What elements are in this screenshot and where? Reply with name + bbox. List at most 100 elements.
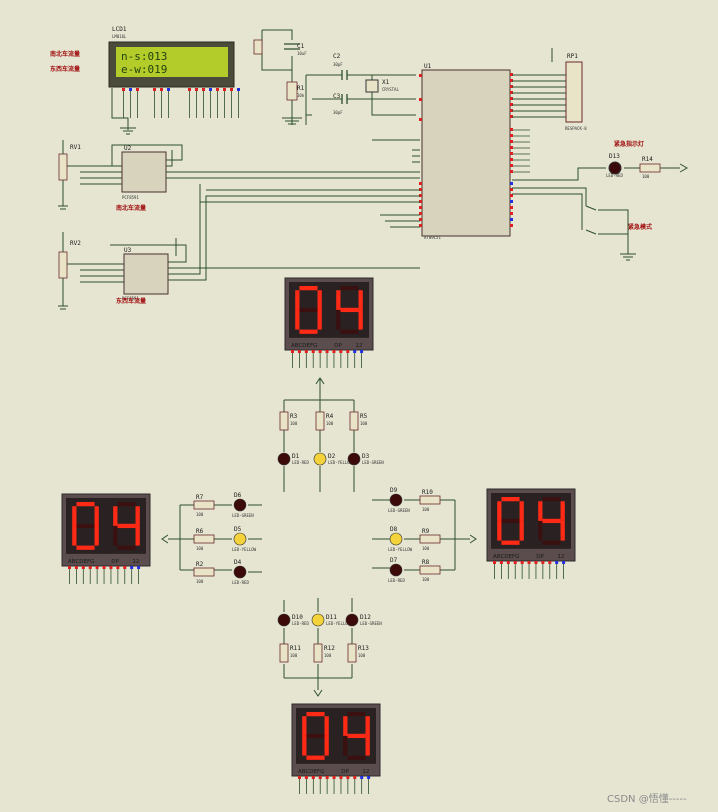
segment-g [347,733,366,739]
traffic-wiring [161,377,477,697]
indicator-caption: 紧急指示灯 [614,140,644,148]
segment-d [347,755,366,760]
r14-value: 100 [642,174,650,179]
led-type: LED-GREEN [362,460,384,465]
led-type: LED-RED [232,580,249,585]
u1-ref: U1 [424,63,432,70]
res-value: 100 [360,421,368,426]
seg-pin-abc: ABCDEFG [68,559,94,565]
led-label: D2 [328,453,336,460]
lcd-module[interactable]: LCD1 LM016L n-s:013 e-w:019 [108,26,240,118]
u3-caption: 东西车流量 [116,297,146,305]
seg-pin-dp: DP [536,554,544,560]
led-label: D8 [390,526,398,533]
east-led-group: R10100D9LED-GREENR9100D8LED-YELLOWR8100D… [388,487,441,583]
segment-d [306,755,325,760]
led-D5 [233,532,247,546]
segment-b [358,290,363,310]
segment-g [76,523,95,529]
c2-label: C2 [333,53,341,60]
segment-c [94,525,99,546]
segment-a [340,286,359,291]
res-label: R2 [196,561,204,568]
segment-a [76,502,95,507]
lcd-ref: LCD1 [112,26,127,33]
led-label: D7 [390,557,398,564]
segment-e [538,520,543,541]
digit-1 [538,497,565,545]
north-led-group: R3100D1LED-REDR4100D2LED-YELLOWR5100D3LE… [277,411,384,466]
segment-d [340,329,359,334]
led-type: LED-GREEN [360,621,382,626]
led-D2 [313,452,327,466]
led-D1 [277,452,291,466]
resistor-R10 [419,495,441,505]
mcu-u1[interactable]: U1 AT89C51 [419,63,530,240]
led-D6 [233,498,247,512]
seg-pin-abc: ABCDEFG [493,554,519,560]
segment-b [324,716,329,736]
seg-pin-dp: DP [111,559,119,565]
rp1-part: RESPACK-8 [565,126,587,131]
segment-c [365,735,370,756]
r1-label: R1 [297,85,305,92]
segment-a [347,712,366,717]
res-value: 100 [196,579,204,584]
segment-e [302,735,307,756]
segment-g [340,307,359,313]
resistor-R13 [347,643,357,663]
segment-d [501,540,520,545]
resistor-R7 [193,500,215,510]
digit-1 [113,502,140,550]
resistor-R5 [349,411,359,431]
led-label: D9 [390,487,398,494]
res-value: 100 [326,421,334,426]
led-type: LED-YELLOW [328,460,353,465]
segment-g [306,733,325,739]
c2-value: 30pF [333,62,343,67]
segment-a [299,286,318,291]
resistor-R12 [313,643,323,663]
res-label: R13 [358,645,369,652]
south-led-group: R11100D10LED-REDR12100D11LED-YELLOWR1310… [277,613,382,663]
lcd-line1: n-s:013 [121,50,167,63]
segment-e [497,520,502,541]
rv1-label: RV1 [70,144,81,151]
lcd-model: LM016L [112,34,127,39]
emergency-indicator: D13 LED-RED R14 100 紧急指示灯 紧急模式 [512,140,689,261]
r1-value: 10k [297,93,305,98]
d13-value: LED-RED [606,173,623,178]
segment-e [113,525,118,546]
led-type: LED-YELLOW [388,547,413,552]
adc-u2-block[interactable]: RV1 U2 PCF8591 南北车流量 [58,140,420,212]
segment-f [538,501,543,521]
segment-f [302,716,307,736]
res-value: 100 [422,546,430,551]
adc-u3-block[interactable]: RV2 U3 PCF8591 东西车流量 [58,184,420,310]
x1-label: X1 [382,79,390,86]
r14-label: R14 [642,156,653,163]
led-D12 [345,613,359,627]
segment-b [519,501,524,521]
digit-0 [295,286,322,334]
led-type: LED-YELLOW [232,547,257,552]
segment-b [365,716,370,736]
seg-pin-abc: ABCDEFG [298,769,324,775]
segment-f [113,506,118,526]
led-D7 [389,563,403,577]
resistor-R2 [193,567,215,577]
resistor-pack-rp1[interactable]: RP1 RESPACK-8 [512,48,587,131]
led-label: D12 [360,614,371,621]
segment-c [358,309,363,330]
seg-pin-dp: DP [341,769,349,775]
resistor-R9 [419,534,441,544]
led-label: D5 [234,526,242,533]
segment-a [542,497,561,502]
mode-caption: 紧急模式 [628,223,652,231]
res-label: R12 [324,645,335,652]
seg-pin-com: 12 [355,343,362,349]
lcd-label-ew: 东西车流量 [50,65,80,73]
